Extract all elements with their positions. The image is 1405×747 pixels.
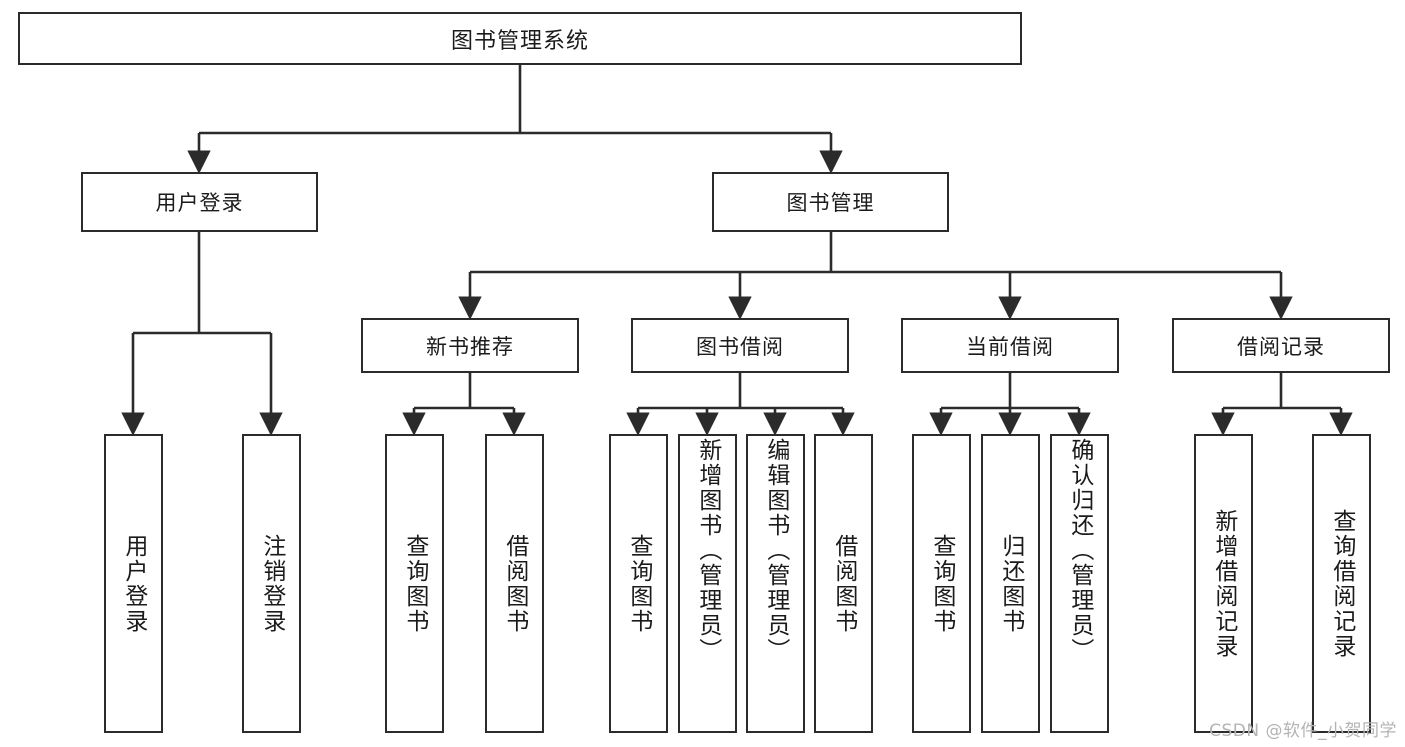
node-label: 图书管理系统 <box>450 28 589 54</box>
node-new-book-recommend[interactable]: 新书推荐 <box>361 318 579 373</box>
leaf-user-login-signout[interactable]: 注销登录 <box>242 434 301 733</box>
leaf-record-add-record[interactable]: 新增借阅记录 <box>1194 434 1253 733</box>
leaf-text-wrap: 归还图书 <box>983 436 1038 731</box>
leaf-new-book-borrow[interactable]: 借阅图书 <box>485 434 544 733</box>
leaf-label: 归还图书 <box>997 533 1024 634</box>
leaf-borrow-add-book-admin[interactable]: 新增图书（管理员） <box>678 434 737 733</box>
leaf-label: 查询图书 <box>928 533 955 634</box>
node-book-borrow[interactable]: 图书借阅 <box>631 318 849 373</box>
leaf-text-wrap: 借阅图书 <box>816 436 871 731</box>
leaf-label: 用户登录 <box>120 533 147 634</box>
leaf-borrow-borrow-book[interactable]: 借阅图书 <box>814 434 873 733</box>
leaf-borrow-edit-book-admin[interactable]: 编辑图书（管理员） <box>746 434 805 733</box>
node-current-borrow[interactable]: 当前借阅 <box>901 318 1119 373</box>
node-user-login[interactable]: 用户登录 <box>81 172 318 232</box>
leaf-label: 编辑图书（管理员） <box>762 438 789 663</box>
leaf-text-wrap: 查询图书 <box>611 436 666 731</box>
node-label: 用户登录 <box>155 191 244 215</box>
leaf-text-wrap: 查询借阅记录 <box>1314 436 1369 731</box>
leaf-label: 查询借阅记录 <box>1328 508 1355 659</box>
leaf-label: 新增借阅记录 <box>1210 508 1237 659</box>
leaf-current-query-book[interactable]: 查询图书 <box>912 434 971 733</box>
leaf-text-wrap: 确认归还（管理员） <box>1052 436 1107 733</box>
node-label: 新书推荐 <box>426 334 514 359</box>
node-label: 图书借阅 <box>696 334 784 359</box>
leaf-new-book-query[interactable]: 查询图书 <box>385 434 444 733</box>
leaf-label: 确认归还（管理员） <box>1066 438 1093 663</box>
leaf-text-wrap: 查询图书 <box>387 436 442 731</box>
leaf-current-confirm-return-admin[interactable]: 确认归还（管理员） <box>1050 434 1109 733</box>
leaf-text-wrap: 新增借阅记录 <box>1196 436 1251 731</box>
leaf-label: 查询图书 <box>401 533 428 634</box>
leaf-text-wrap: 用户登录 <box>106 436 161 731</box>
leaf-label: 注销登录 <box>258 533 285 634</box>
leaf-label: 借阅图书 <box>830 533 857 634</box>
leaf-text-wrap: 查询图书 <box>914 436 969 731</box>
csdn-watermark: CSDN @软件_小贺同学 <box>1209 721 1397 741</box>
leaf-record-query-record[interactable]: 查询借阅记录 <box>1312 434 1371 733</box>
node-label: 借阅记录 <box>1237 334 1325 359</box>
leaf-current-return-book[interactable]: 归还图书 <box>981 434 1040 733</box>
node-label: 图书管理 <box>786 191 875 215</box>
node-root-book-management-system[interactable]: 图书管理系统 <box>18 12 1022 65</box>
node-book-management[interactable]: 图书管理 <box>712 172 949 232</box>
leaf-label: 新增图书（管理员） <box>694 438 721 663</box>
leaf-text-wrap: 新增图书（管理员） <box>680 436 735 733</box>
leaf-label: 查询图书 <box>625 533 652 634</box>
leaf-text-wrap: 注销登录 <box>244 436 299 731</box>
node-borrow-record[interactable]: 借阅记录 <box>1172 318 1390 373</box>
leaf-borrow-query-book[interactable]: 查询图书 <box>609 434 668 733</box>
node-label: 当前借阅 <box>966 334 1054 359</box>
leaf-text-wrap: 借阅图书 <box>487 436 542 731</box>
leaf-text-wrap: 编辑图书（管理员） <box>748 436 803 733</box>
leaf-user-login-signin[interactable]: 用户登录 <box>104 434 163 733</box>
leaf-label: 借阅图书 <box>501 533 528 634</box>
